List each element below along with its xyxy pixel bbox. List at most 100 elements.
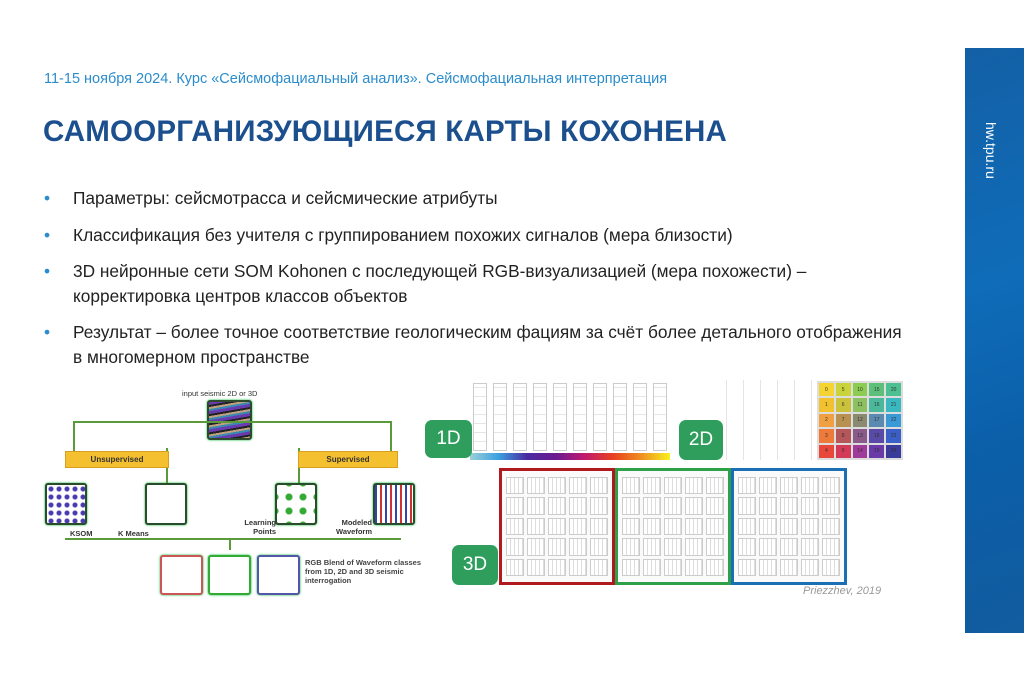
waveform-cell [759,538,777,556]
waveform-cell [759,497,777,515]
som-grid-cell: 14 [852,444,868,458]
badge-3d: 3D [452,545,498,585]
waveform-cell [527,558,545,576]
color-bar [470,453,670,460]
som-grid-cell: 3 [819,429,834,443]
bullet-icon: • [44,225,51,245]
waveform-cell [706,497,724,515]
som-grid-cell: 24 [886,444,901,458]
som-grid-cell: 19 [869,444,885,458]
waveform-cell [643,538,661,556]
som-grid-cell: 22 [886,413,901,428]
badge-2d: 2D [679,420,723,460]
bullet-item: •3D нейронные сети SOM Kohonen с последу… [44,261,807,306]
waveform-cell [643,558,661,576]
som-grid-cell: 11 [852,398,868,412]
som-grid-cell: 17 [869,413,885,428]
som-grid-cell: 4 [819,444,834,458]
waveform-cell [706,517,724,536]
waveform-cell [527,477,545,495]
som-grid-cell: 7 [835,413,851,428]
waveform-cell [664,538,682,556]
2d-waveform-sketches [724,380,812,460]
seismic-input-image [207,400,252,440]
som-grid-cell: 5 [835,383,851,397]
waveform-trace [593,383,607,451]
som-grid-cell: 12 [852,413,868,428]
waveform-cell [506,538,524,556]
som-grid-cell: 6 [835,398,851,412]
waveform-trace [573,383,587,451]
waveform-cell [822,497,840,515]
waveform-cell [685,497,703,515]
som-grid-cell: 13 [852,429,868,443]
slide-title: САМООРГАНИЗУЮЩИЕСЯ КАРТЫ КОХОНЕНА [43,115,728,148]
waveform-trace [473,383,487,451]
waveform-trace [493,383,507,451]
som-grid-cell: 10 [852,383,868,397]
waveform-cell [506,517,524,536]
waveform-cell [527,538,545,556]
waveform-cell [622,558,640,576]
waveform-cell [780,477,798,495]
som-grid-cell: 23 [886,429,901,443]
waveform-cell [738,517,756,536]
waveform-cell [664,477,682,495]
som-grid-cell: 8 [835,429,851,443]
kmeans-image [145,483,187,525]
waveform-cell [706,538,724,556]
waveform-cell [759,558,777,576]
som-grid-cell: 20 [886,383,901,397]
waveform-cell [643,477,661,495]
waveform-cell [706,477,724,495]
3d-panel [615,468,731,585]
bullet-icon: • [44,322,51,342]
waveform-cell [801,477,819,495]
bullet-icon: • [44,261,51,281]
som-grid-cell: 18 [869,429,885,443]
waveform-cell [527,517,545,536]
waveform-trace [633,383,647,451]
waveform-cell [569,477,587,495]
waveform-cell [801,538,819,556]
rgb-blend-green [208,555,251,595]
waveform-cell [738,558,756,576]
waveform-cell [738,477,756,495]
waveform-cell [801,558,819,576]
citation: Priezzhev, 2019 [803,585,882,597]
workflow-diagram: input seismic 2D or 3D Unsupervised Supe… [40,380,430,600]
som-grid-cell: 2 [819,413,834,428]
waveform-trace [533,383,547,451]
waveform-trace [653,383,667,451]
learning-points-image [275,483,317,525]
waveform-trace [553,383,567,451]
learning-points-label: Learning Points [244,518,276,536]
waveform-cell [548,558,566,576]
waveform-cell [622,497,640,515]
supervised-label: Supervised [298,451,398,468]
ksom-label: KSOM [70,529,93,538]
badge-1d: 1D [425,420,472,458]
waveform-cell [685,558,703,576]
waveform-cell [685,538,703,556]
rgb-blend-label: RGB Blend of Waveform classes from 1D, 2… [305,558,422,585]
waveform-cell [780,497,798,515]
waveform-cell [622,538,640,556]
waveform-cell [548,517,566,536]
waveform-cell [590,477,608,495]
waveform-cell [590,517,608,536]
waveform-cell [685,517,703,536]
waveform-cell [622,477,640,495]
bullet-item: •Результат – более точное соответствие г… [44,322,902,367]
3d-panel [499,468,615,585]
input-label: input seismic 2D or 3D [182,389,258,398]
waveform-cell [569,558,587,576]
waveform-cell [664,517,682,536]
waveform-cell [780,517,798,536]
waveform-cell [569,538,587,556]
waveform-cell [506,477,524,495]
waveform-cell [643,497,661,515]
waveform-cell [590,538,608,556]
waveform-cell [822,517,840,536]
waveform-cell [548,497,566,515]
